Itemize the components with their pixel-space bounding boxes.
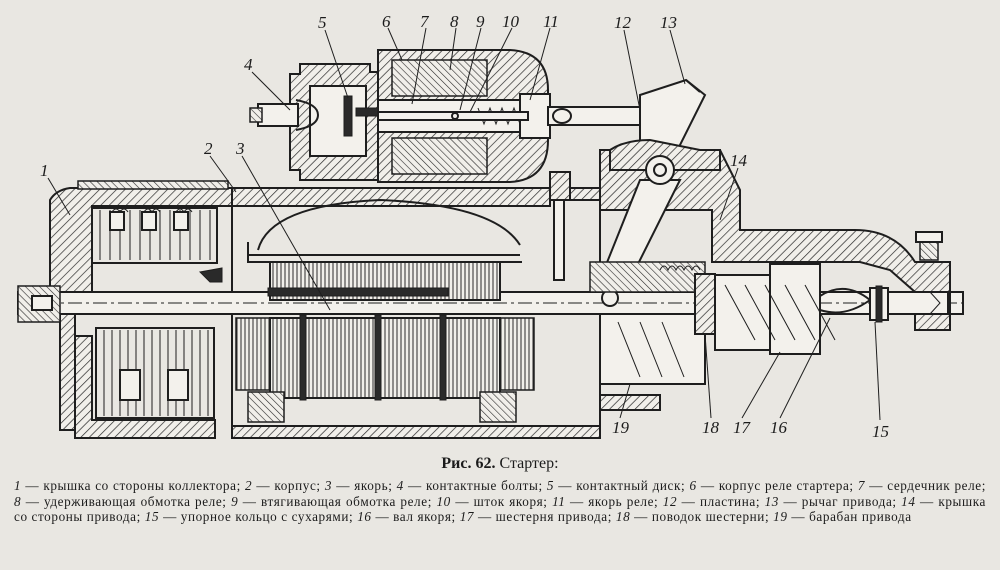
legend-item-5: 5 — контактный диск; xyxy=(547,478,685,493)
legend-item-text: — шток якоря; xyxy=(450,493,548,509)
legend-item-text: — сердечник реле; xyxy=(865,478,987,493)
legend-item-number: 8 xyxy=(14,493,22,509)
figure-title: Стартер: xyxy=(499,455,559,472)
legend-item-number: 4 xyxy=(396,478,404,493)
legend-item-text: — контактные болты; xyxy=(403,478,543,493)
legend-item-number: 5 xyxy=(546,478,555,493)
legend-item-text: — крышка со стороны коллектора; xyxy=(21,478,241,493)
callout-8: 8 xyxy=(450,12,459,31)
legend-item-number: 18 xyxy=(615,509,631,525)
legend-item-number: 14 xyxy=(901,493,916,509)
figure-number: Рис. 62. xyxy=(441,455,496,472)
legend-item-number: 15 xyxy=(144,509,160,525)
legend-item-text: — вал якоря; xyxy=(371,509,456,525)
legend-item-number: 19 xyxy=(773,509,788,525)
solenoid-relay xyxy=(249,49,551,183)
legend-item-7: 7 — сердечник реле; xyxy=(858,478,986,493)
legend-item-number: 2 xyxy=(245,478,253,493)
callout-2: 2 xyxy=(204,139,213,158)
legend-item-number: 6 xyxy=(689,478,697,493)
legend-item-number: 9 xyxy=(231,493,239,509)
legend-item-text: — якорь реле; xyxy=(565,493,659,509)
callout-16: 16 xyxy=(770,418,788,437)
legend-item-text: — корпус реле стартера; xyxy=(696,478,854,493)
legend-item-18: 18 — поводок шестерни; xyxy=(616,509,769,524)
legend-item-3: 3 — якорь; xyxy=(325,478,393,493)
legend-item-text: — втягивающая обмотка реле; xyxy=(238,493,432,509)
legend-item-6: 6 — корпус реле стартера; xyxy=(689,478,853,493)
legend-item-number: 16 xyxy=(357,509,372,525)
housing xyxy=(231,187,601,439)
legend-item-13: 13 — рычаг привода; xyxy=(765,494,897,509)
callout-leaders xyxy=(47,27,881,421)
legend-item-text: — удерживающая обмотка реле; xyxy=(21,493,227,509)
drive-end-cover xyxy=(549,138,951,411)
legend-item-9: 9 — втягивающая обмотка реле; xyxy=(231,494,432,509)
legend-item-number: 7 xyxy=(857,478,866,493)
legend-item-10: 10 — шток якоря; xyxy=(436,494,547,509)
legend-item-16: 16 — вал якоря; xyxy=(357,509,456,524)
legend-item-text: — якорь; xyxy=(332,478,393,493)
drive-assembly xyxy=(589,261,949,385)
legend-item-number: 13 xyxy=(764,493,779,509)
legend-item-1: 1 — крышка со стороны коллектора; xyxy=(14,478,241,493)
legend-item-17: 17 — шестерня привода; xyxy=(460,509,612,524)
commutator-end-cover xyxy=(49,180,233,439)
callout-15: 15 xyxy=(872,422,889,441)
legend-item-number: 10 xyxy=(436,493,451,509)
legend-item-text: — пластина; xyxy=(677,493,761,509)
legend-item-text: — шестерня привода; xyxy=(474,509,612,525)
legend-item-text: — корпус; xyxy=(252,478,321,493)
callout-11: 11 xyxy=(543,12,559,31)
figure-legend: 1 — крышка со стороны коллектора; 2 — ко… xyxy=(14,478,986,525)
callout-10: 10 xyxy=(502,12,520,31)
legend-item-number: 3 xyxy=(324,478,333,493)
figure-caption: Рис. 62. Стартер: xyxy=(0,454,1000,474)
legend-item-12: 12 — пластина; xyxy=(663,494,760,509)
callout-7: 7 xyxy=(420,12,430,31)
callout-1: 1 xyxy=(40,161,49,180)
legend-item-11: 11 — якорь реле; xyxy=(552,494,658,509)
legend-item-number: 11 xyxy=(552,493,566,509)
legend-item-number: 17 xyxy=(459,509,475,525)
callout-14: 14 xyxy=(730,151,748,170)
legend-item-text: — поводок шестерни; xyxy=(630,509,770,525)
legend-item-text: — рычаг привода; xyxy=(778,493,897,509)
legend-item-text: — упорное кольцо с сухарями; xyxy=(159,509,354,525)
callout-5: 5 xyxy=(318,13,327,32)
callout-12: 12 xyxy=(614,13,632,32)
callout-9: 9 xyxy=(476,12,485,31)
legend-item-text: — крышка со стороны привода; xyxy=(14,493,986,525)
callout-4: 4 xyxy=(244,55,253,74)
callout-6: 6 xyxy=(382,12,391,31)
legend-item-2: 2 — корпус; xyxy=(245,478,321,493)
legend-item-19: 19 — барабан привода xyxy=(773,509,912,524)
legend-item-number: 12 xyxy=(662,493,678,509)
starter-cross-section-drawing: 1 2 3 4 5 6 7 8 9 10 11 12 13 14 15 16 1… xyxy=(17,12,964,441)
legend-item-text: — контактный диск; xyxy=(554,478,686,493)
armature xyxy=(235,198,535,423)
callout-13: 13 xyxy=(660,13,677,32)
legend-item-text: — барабан привода xyxy=(787,509,912,525)
legend-item-4: 4 — контактные болты; xyxy=(397,478,543,493)
legend-item-number: 1 xyxy=(14,478,22,493)
legend-item-8: 8 — удерживающая обмотка реле; xyxy=(14,494,227,509)
callout-19: 19 xyxy=(612,418,630,437)
callout-17: 17 xyxy=(733,418,752,437)
callout-18: 18 xyxy=(702,418,720,437)
legend-item-15: 15 — упорное кольцо с сухарями; xyxy=(145,509,354,524)
callout-3: 3 xyxy=(235,139,245,158)
callout-labels: 1 2 3 4 5 6 7 8 9 10 11 12 13 14 15 16 1… xyxy=(40,12,889,441)
legend-item-14: 14 — крышка со стороны привода; xyxy=(14,494,986,525)
